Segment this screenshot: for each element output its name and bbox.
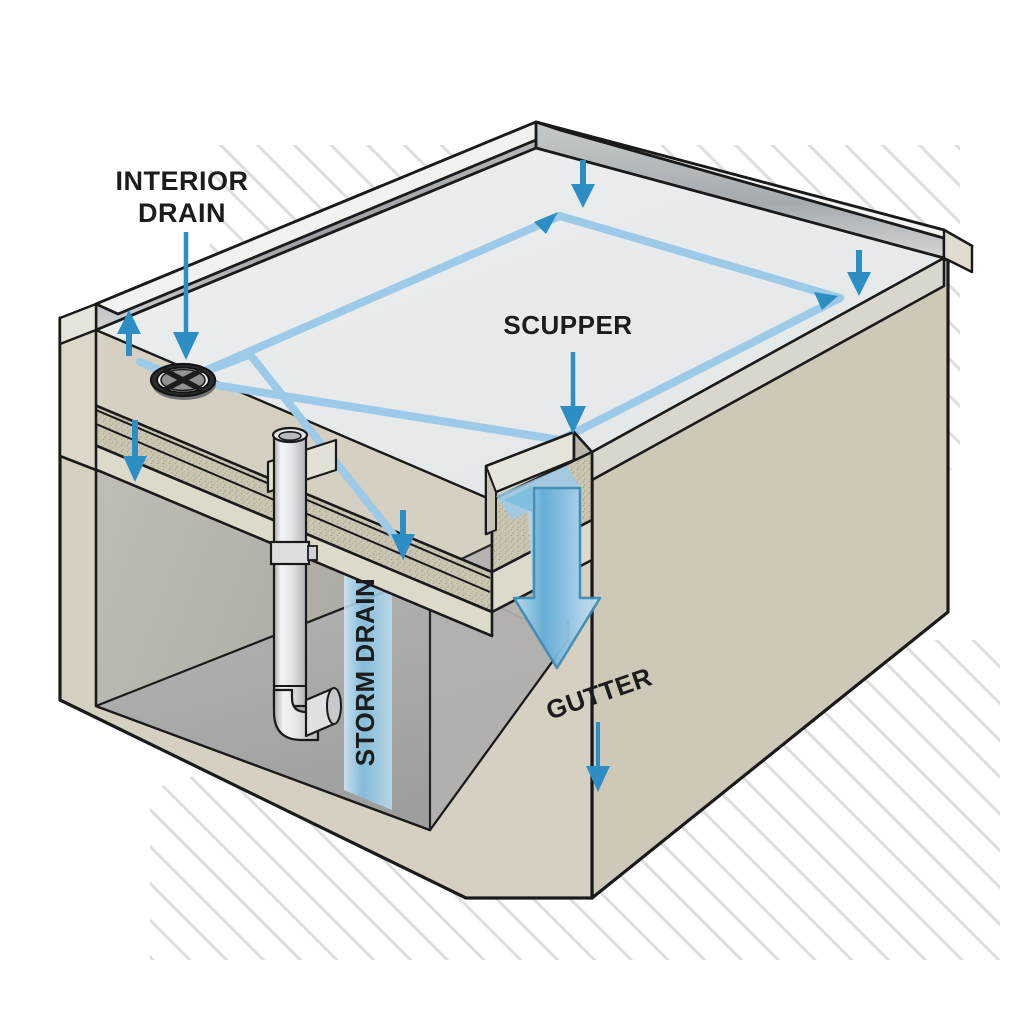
arrow-scupper-inlet [504, 486, 532, 512]
roof-drain-assembly [149, 362, 217, 400]
scupper-water-flow [496, 466, 602, 670]
pipe-riser [272, 434, 308, 708]
callout-arrowhead-gutter [586, 766, 610, 792]
arrow-down-deck-left [391, 510, 415, 560]
arrow-up-left [117, 310, 141, 356]
parapet-back-left [58, 120, 562, 346]
parapet-back-right [534, 120, 974, 274]
flow-direction-arrows [117, 160, 871, 560]
pipe-outlet-rim [326, 687, 342, 725]
callout-arrowhead-scupper [560, 406, 586, 434]
flow-line-diamond-lower-left [180, 376, 564, 444]
drain-grate-cross-icon [163, 368, 203, 392]
callout-scupper: SCUPPER [503, 310, 632, 434]
flow-line-diamond-lower-right [556, 294, 844, 444]
arrow-down-drain-edge [123, 420, 147, 482]
callout-interior-drain: INTERIOR DRAIN [115, 166, 248, 360]
arrow-flow-right [814, 292, 838, 310]
arrow-down-right-parapet [847, 250, 871, 296]
label-storm-drain: STORM DRAIN [350, 578, 380, 766]
label-interior-drain-line2: DRAIN [138, 198, 226, 228]
pipe-clamp-icon [307, 545, 318, 561]
storm-drain-pipe-assembly [266, 426, 342, 742]
callout-storm-drain: STORM DRAIN [350, 578, 380, 766]
arrow-down-back-left [571, 160, 595, 208]
scupper-step-face [485, 465, 497, 535]
label-interior-drain-line1: INTERIOR [115, 166, 248, 196]
parapet-outer-face-bl [58, 302, 98, 346]
arrow-flow-upper-left [534, 212, 558, 234]
roof-flow-lines [136, 212, 844, 552]
callout-arrowhead-interior-drain [173, 332, 199, 360]
parapet-outer-face-br [942, 228, 974, 274]
label-scupper: SCUPPER [503, 310, 632, 340]
pipe-coupling [269, 540, 311, 566]
pipe-top-rim-inner [278, 430, 302, 441]
flow-line-diamond-upper-right [556, 212, 844, 302]
downspout-water-arrow[interactable] [512, 486, 602, 670]
storm-drain-water-band [344, 548, 392, 810]
